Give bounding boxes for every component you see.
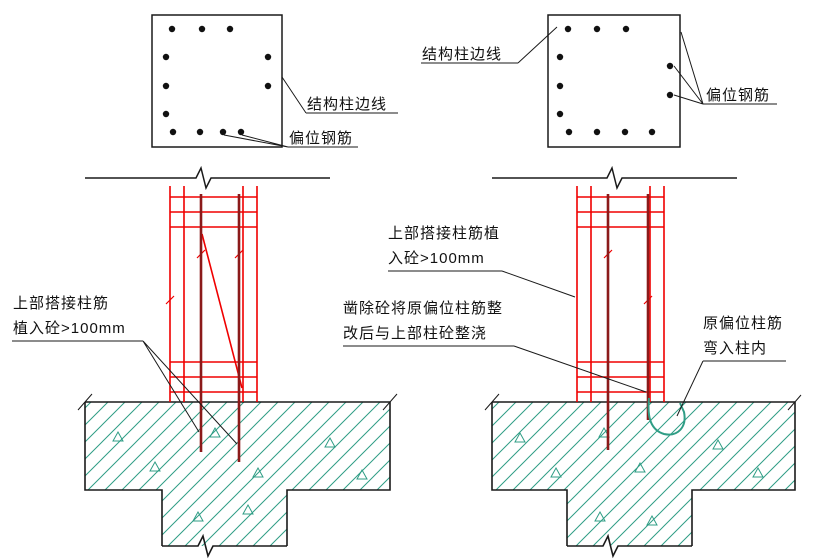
leader-lines — [12, 26, 786, 445]
plan-right-edge-label: 结构柱边线 — [422, 46, 503, 63]
elevation-right-chisel-note: 凿除砼将原偏位柱筋整 改后与上部柱砼整浇 — [343, 300, 504, 342]
slab-break-line-left — [85, 165, 330, 191]
bent-offset-bar-hook — [647, 397, 686, 436]
slab-break-line-right — [492, 165, 737, 191]
elevation-right-bend-note: 原偏位柱筋 弯入柱内 — [703, 315, 784, 357]
plan-left-edge-label: 结构柱边线 — [307, 96, 388, 113]
foundation-hatch-left — [85, 402, 390, 546]
elevation-left-lap-note: 上部搭接柱筋 植入砼>100mm — [13, 295, 126, 337]
lap-bars-right — [606, 194, 650, 450]
elevation-right-lap-note: 上部搭接柱筋植 入砼>100mm — [388, 225, 501, 267]
lap-bars-left — [199, 194, 241, 462]
plan-right-offset-rebar-label: 偏位钢筋 — [706, 87, 771, 104]
column-rebar-cage-left — [165, 185, 258, 403]
column-rebar-cage-right — [576, 185, 665, 403]
plan-section-left — [151, 14, 283, 148]
foundation-hatch-right — [492, 402, 795, 546]
foundation-outline-left — [84, 401, 391, 559]
plan-section-right — [547, 14, 681, 148]
foundation-outline-right — [491, 401, 796, 559]
plan-left-offset-rebar-label: 偏位钢筋 — [289, 130, 354, 147]
foundation-corner-break-ticks — [77, 393, 802, 411]
